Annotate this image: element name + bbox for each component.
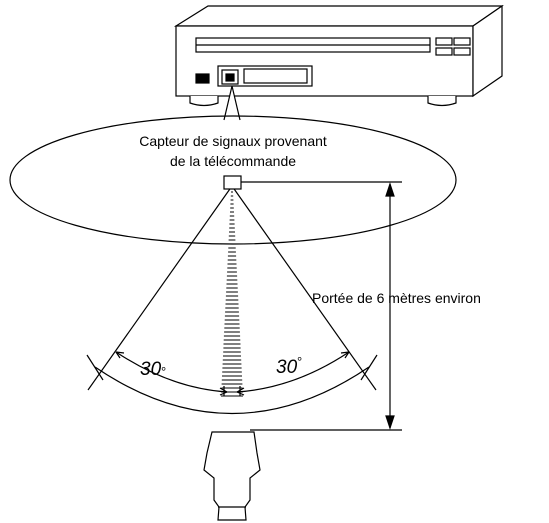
sensor-pointer: [223, 85, 241, 121]
range-arrow-icon: [385, 182, 395, 430]
range-arc: [94, 366, 370, 415]
signal-beam: [221, 191, 243, 397]
remote-control-icon: [203, 431, 261, 521]
cone-edge-right: [231, 185, 377, 391]
unit-sensor-window-icon: [221, 69, 239, 85]
angle-arc-right: [236, 351, 350, 393]
range-label: Portée de 6 mètres environ: [312, 290, 481, 306]
cd-player-device-icon: [173, 4, 504, 107]
left-angle-value: 30: [140, 359, 162, 380]
cone-edge-left: [87, 185, 233, 391]
angle-arc-left: [115, 351, 228, 393]
right-angle-unit: °: [297, 354, 302, 369]
right-angle-value: 30: [276, 357, 298, 378]
left-angle-unit: °: [161, 364, 166, 379]
sensor-label-line1: Capteur de signaux provenant: [139, 133, 327, 149]
sensor-marker-icon: [223, 175, 242, 190]
sensor-label-line2: de la télécommande: [170, 153, 296, 169]
